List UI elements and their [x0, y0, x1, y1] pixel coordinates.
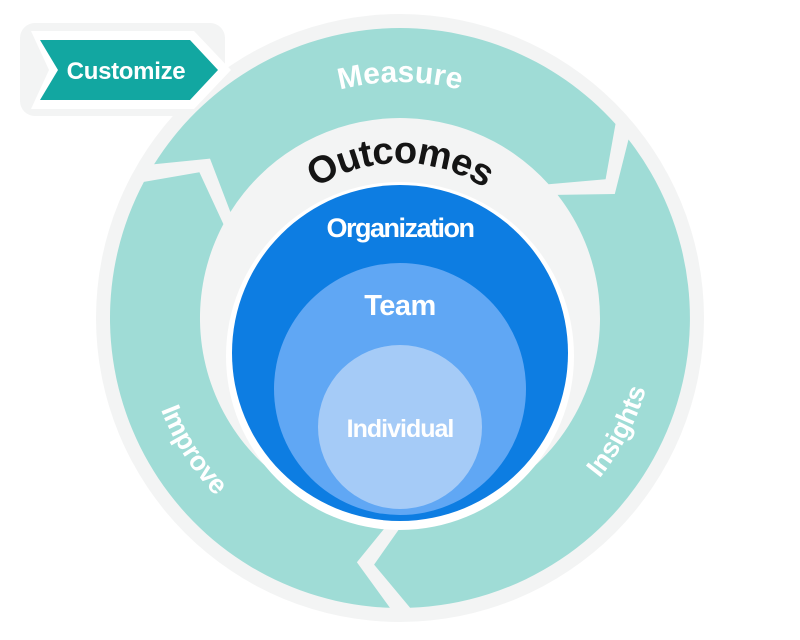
customize-banner: Customize	[31, 31, 231, 109]
individual-circle	[318, 345, 482, 509]
ring-segment-measure	[154, 28, 616, 212]
customize-label-text: Customize	[67, 58, 186, 85]
customize-banner-ribbon	[40, 40, 218, 100]
cycle-ring	[109, 28, 690, 608]
organization-label: Organization	[326, 213, 473, 243]
organization-label-text: Organization	[326, 213, 473, 243]
team-label: Team	[364, 290, 436, 322]
ring-segment-insights	[374, 139, 690, 608]
individual-label-text: Individual	[347, 415, 454, 443]
team-label-text: Team	[364, 290, 436, 322]
ring-segment-improve	[109, 172, 393, 608]
individual-label: Individual	[347, 415, 454, 443]
customize-label: Customize	[67, 58, 186, 85]
